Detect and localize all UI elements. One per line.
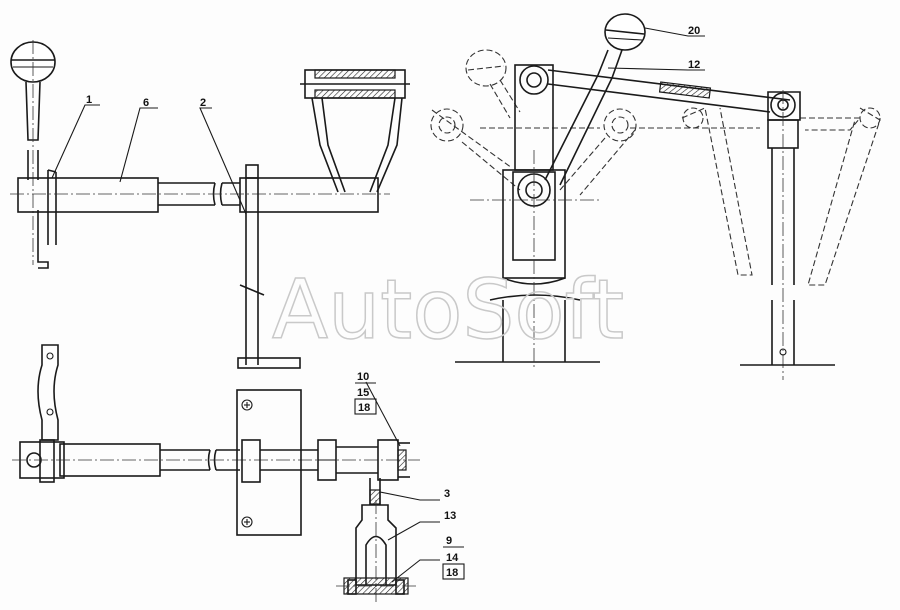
mounting-plate (236, 389, 302, 536)
callout-14: 14 (446, 552, 459, 564)
callout-18-top: 18 (358, 402, 370, 414)
shaft-end-housing (239, 177, 379, 213)
callout-15: 15 (357, 387, 369, 399)
callout-18-bottom: 18 (446, 567, 458, 579)
top-left-view (10, 40, 410, 369)
watermark: AutoSoft (272, 263, 624, 358)
callout-1: 1 (86, 94, 92, 106)
bracket-plate (47, 169, 57, 245)
callout-13: 13 (444, 510, 456, 522)
callout-9: 9 (446, 535, 452, 547)
bottom-bracket (37, 344, 59, 441)
upper-arm (514, 64, 554, 171)
leader-lines-top-right (607, 27, 705, 71)
leader-lines-bottom (365, 381, 440, 583)
callout-12: 12 (688, 59, 700, 71)
leader-lines-top-left (51, 104, 247, 215)
vertical-post (245, 178, 259, 365)
callout-10: 10 (357, 371, 369, 383)
callout-20: 20 (688, 25, 700, 37)
callout-3: 3 (444, 488, 450, 500)
shaft-tube (17, 177, 159, 213)
callout-6: 6 (143, 97, 149, 109)
foot-plate (237, 357, 301, 369)
bottom-view (12, 344, 420, 605)
top-right-view (430, 13, 881, 380)
callout-2: 2 (200, 97, 206, 109)
